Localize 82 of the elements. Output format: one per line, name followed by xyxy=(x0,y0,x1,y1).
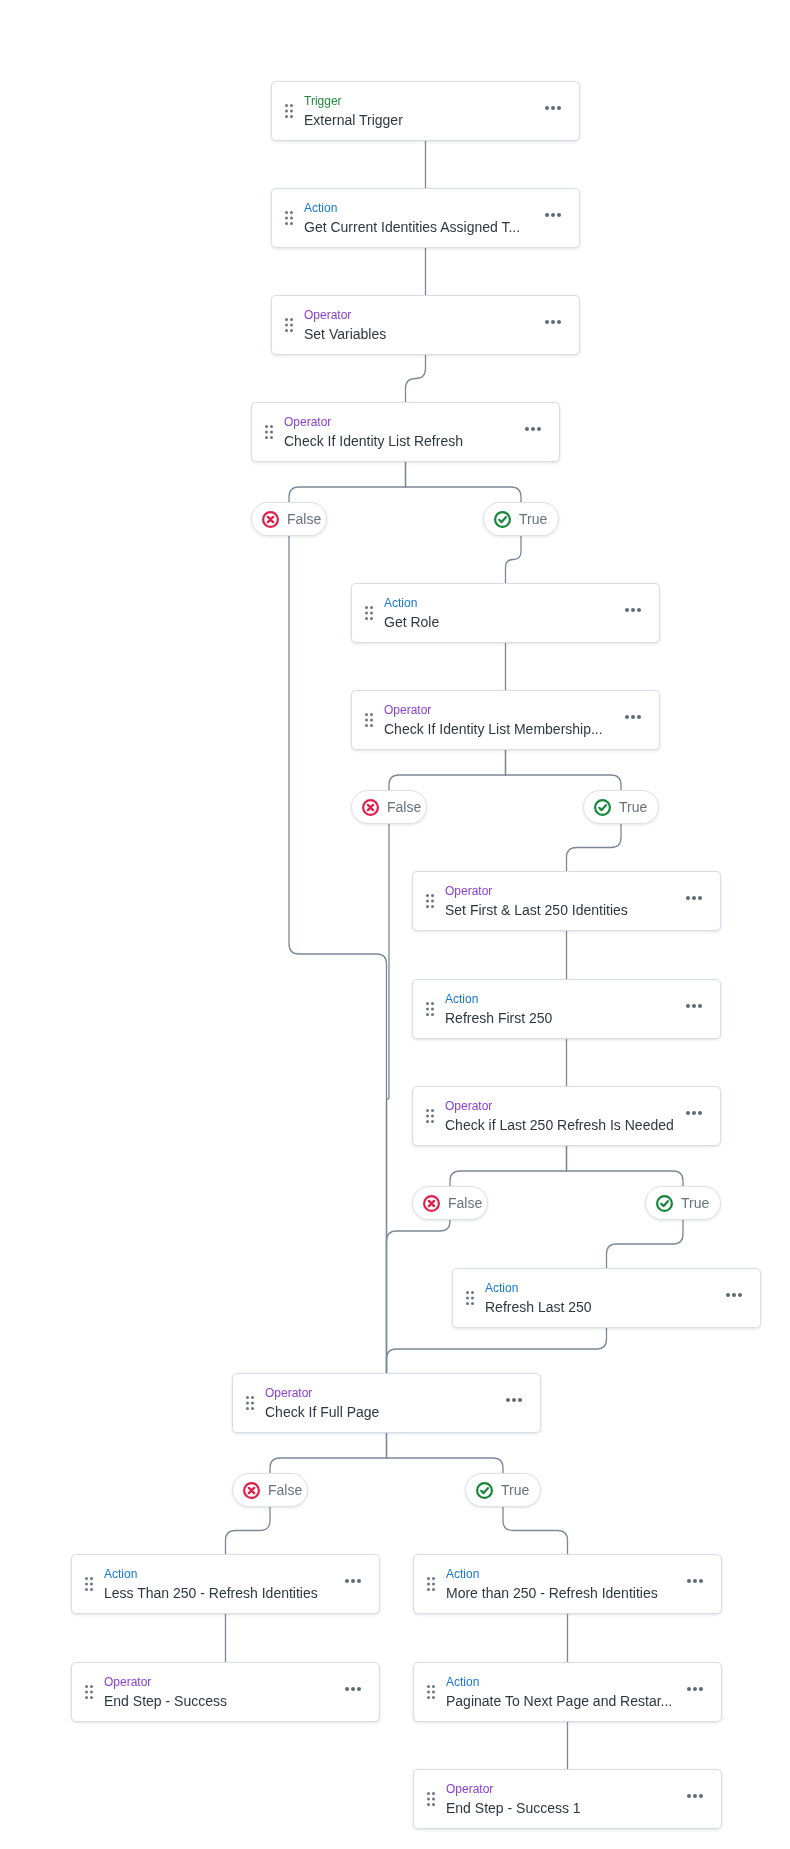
condition-label: True xyxy=(501,1481,530,1499)
step-card xyxy=(413,1662,722,1722)
step-type-label: Action xyxy=(446,1566,481,1582)
step-title: Refresh Last 250 xyxy=(485,1297,593,1316)
condition-tag xyxy=(483,502,559,536)
connector-line xyxy=(404,461,522,503)
condition-tag xyxy=(412,1186,488,1220)
connector-line xyxy=(385,1432,504,1474)
connector-line xyxy=(605,1219,684,1269)
step-title: Check If Identity List Membership... xyxy=(384,719,604,738)
step-type-label: Operator xyxy=(304,307,353,323)
step-card xyxy=(412,1086,721,1146)
condition-label: False xyxy=(387,798,422,816)
step-card xyxy=(271,188,580,248)
step-type-label: Operator xyxy=(445,883,494,899)
step-card xyxy=(412,871,721,931)
step-card xyxy=(232,1373,541,1433)
connector-line xyxy=(565,823,622,872)
step-title: End Step - Success xyxy=(104,1691,228,1710)
connector-line xyxy=(424,247,427,296)
step-card xyxy=(271,295,580,355)
step-type-label: Action xyxy=(104,1566,139,1582)
condition-tag xyxy=(351,790,427,824)
step-type-label: Operator xyxy=(265,1385,314,1401)
step-title: Set First & Last 250 Identities xyxy=(445,900,629,919)
step-type-label: Action xyxy=(445,991,480,1007)
step-title: Check if Last 250 Refresh Is Needed xyxy=(445,1115,675,1134)
step-type-label: Trigger xyxy=(304,93,343,109)
connector-line xyxy=(565,1145,684,1187)
condition-tag xyxy=(645,1186,721,1220)
step-type-label: Action xyxy=(304,200,339,216)
connector-line xyxy=(565,930,568,980)
connector-line xyxy=(502,1506,569,1555)
step-title: Paginate To Next Page and Restar... xyxy=(446,1691,674,1710)
condition-label: False xyxy=(268,1481,303,1499)
step-title: End Step - Success 1 xyxy=(446,1798,582,1817)
step-title: Get Role xyxy=(384,612,441,631)
step-type-label: Action xyxy=(384,595,419,611)
connector-line xyxy=(224,1506,271,1555)
step-type-label: Operator xyxy=(384,702,433,718)
condition-label: False xyxy=(287,510,322,528)
step-type-label: Operator xyxy=(284,414,333,430)
step-card xyxy=(351,583,660,643)
step-title: Less Than 250 - Refresh Identities xyxy=(104,1583,319,1602)
step-type-label: Action xyxy=(485,1280,520,1296)
condition-label: True xyxy=(681,1194,710,1212)
step-title: Check If Identity List Refresh xyxy=(284,431,464,450)
step-title: More than 250 - Refresh Identities xyxy=(446,1583,659,1602)
step-title: Refresh First 250 xyxy=(445,1008,554,1027)
step-title: Get Current Identities Assigned T... xyxy=(304,217,522,236)
connector-line xyxy=(566,1721,569,1770)
connector-line xyxy=(424,140,427,189)
step-card xyxy=(351,690,660,750)
step-card xyxy=(412,979,721,1039)
step-card xyxy=(71,1662,380,1722)
step-title: External Trigger xyxy=(304,110,404,129)
step-card xyxy=(413,1769,722,1829)
condition-tag xyxy=(232,1473,308,1507)
connector-line xyxy=(404,354,427,403)
condition-tag xyxy=(583,790,659,824)
step-title: Set Variables xyxy=(304,324,388,343)
step-type-label: Operator xyxy=(446,1781,495,1797)
step-card xyxy=(71,1554,380,1614)
connector-line xyxy=(566,1613,569,1663)
condition-label: True xyxy=(519,510,548,528)
step-type-label: Action xyxy=(446,1674,481,1690)
step-card xyxy=(251,402,560,462)
step-card xyxy=(452,1268,761,1328)
connector-line xyxy=(504,642,507,691)
connector-line xyxy=(565,1038,568,1087)
step-title: Check If Full Page xyxy=(265,1402,381,1421)
connector-line xyxy=(224,1613,227,1663)
step-type-label: Operator xyxy=(104,1674,153,1690)
connector-line xyxy=(504,535,522,584)
condition-tag xyxy=(465,1473,541,1507)
step-card xyxy=(413,1554,722,1614)
step-type-label: Operator xyxy=(445,1098,494,1114)
condition-tag xyxy=(251,502,327,536)
condition-label: False xyxy=(448,1194,483,1212)
connector-line xyxy=(504,749,622,791)
condition-label: True xyxy=(619,798,648,816)
step-card xyxy=(271,81,580,141)
